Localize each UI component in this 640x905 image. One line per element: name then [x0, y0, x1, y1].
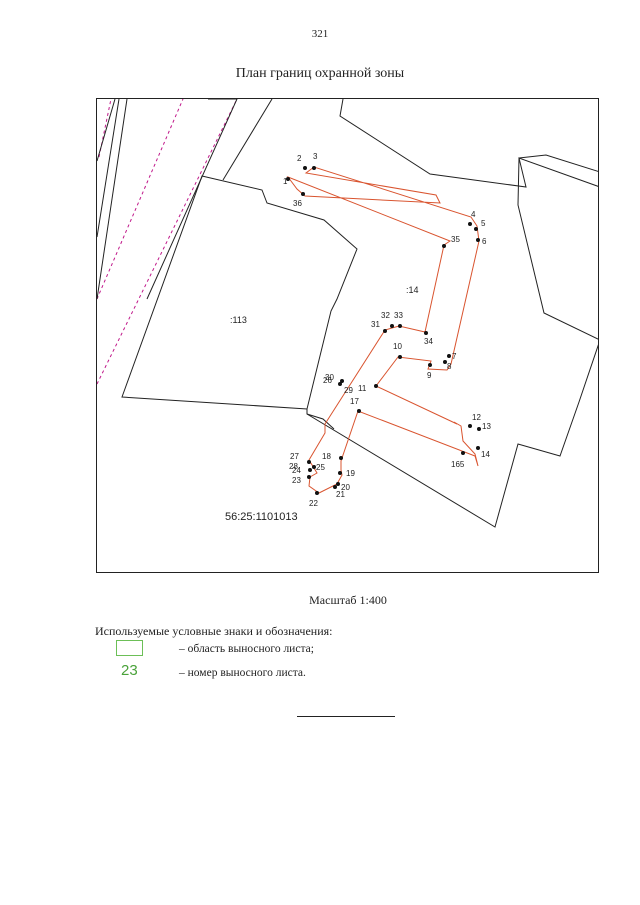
- point-label: 17: [350, 397, 359, 406]
- point-label: 2: [297, 154, 302, 163]
- point-label: 34: [424, 337, 433, 346]
- zone-outlines: [286, 166, 480, 494]
- page-number: 321: [311, 28, 329, 40]
- point-label: 6: [482, 237, 487, 246]
- point-label: 28: [289, 462, 298, 471]
- point-label: 36: [293, 199, 302, 208]
- point-label: 11: [358, 384, 367, 393]
- point-label: 7: [452, 352, 457, 361]
- point-label: 24: [292, 466, 301, 475]
- cadastral-quarter-label: 56:25:1101013: [225, 511, 298, 523]
- point-label: 4: [471, 210, 476, 219]
- parcel-outlines: [97, 99, 598, 528]
- point-label: 12: [472, 413, 481, 422]
- point-label: 23: [292, 476, 301, 485]
- point-label: 19: [346, 469, 355, 478]
- point-label: 9: [427, 371, 432, 380]
- map-drawing: 1 2 3 4 5 6 7 8 9 10 11 12 13 14 165 17 …: [97, 99, 598, 528]
- legend-number-symbol: 23: [121, 662, 138, 679]
- point-label: 21: [336, 490, 345, 499]
- point-label: 29: [344, 386, 353, 395]
- point-label: 33: [394, 311, 403, 320]
- scale-label: Масштаб 1:400: [309, 593, 387, 607]
- point-label: 13: [482, 422, 491, 431]
- point-label: 31: [371, 320, 380, 329]
- pipeline-lines: [97, 99, 238, 385]
- point-label: 18: [322, 452, 331, 461]
- point-label: 165: [451, 460, 465, 469]
- point-label: 22: [309, 499, 318, 508]
- point-label: 26: [323, 376, 332, 385]
- legend-area-symbol: [116, 640, 143, 656]
- point-label: 20: [341, 483, 350, 492]
- point-label: 1: [283, 177, 288, 186]
- point-label: 35: [451, 235, 460, 244]
- point-label: 25: [316, 463, 325, 472]
- signature-rule: [297, 716, 395, 717]
- point-label: 3: [313, 152, 318, 161]
- legend-area-text: – область выносного листа;: [179, 643, 314, 655]
- point-label: 27: [290, 452, 299, 461]
- parcel-113-outline: [121, 175, 358, 410]
- page-title: План границ охранной зоны: [235, 66, 405, 81]
- boundary-map: 1 2 3 4 5 6 7 8 9 10 11 12 13 14 165 17 …: [96, 98, 599, 573]
- legend-number-text: – номер выносного листа.: [179, 667, 306, 679]
- legend-heading: Используемые условные знаки и обозначени…: [95, 624, 333, 638]
- parcel-label-14: :14: [406, 285, 419, 295]
- point-label: 5: [481, 219, 486, 228]
- vertex-points: [286, 166, 481, 495]
- point-label: 10: [393, 342, 402, 351]
- point-label: 14: [481, 450, 490, 459]
- point-label: 30: [325, 373, 334, 382]
- point-label: 8: [447, 362, 452, 371]
- parcel-label-113: :113: [230, 315, 247, 325]
- point-label: 32: [381, 311, 390, 320]
